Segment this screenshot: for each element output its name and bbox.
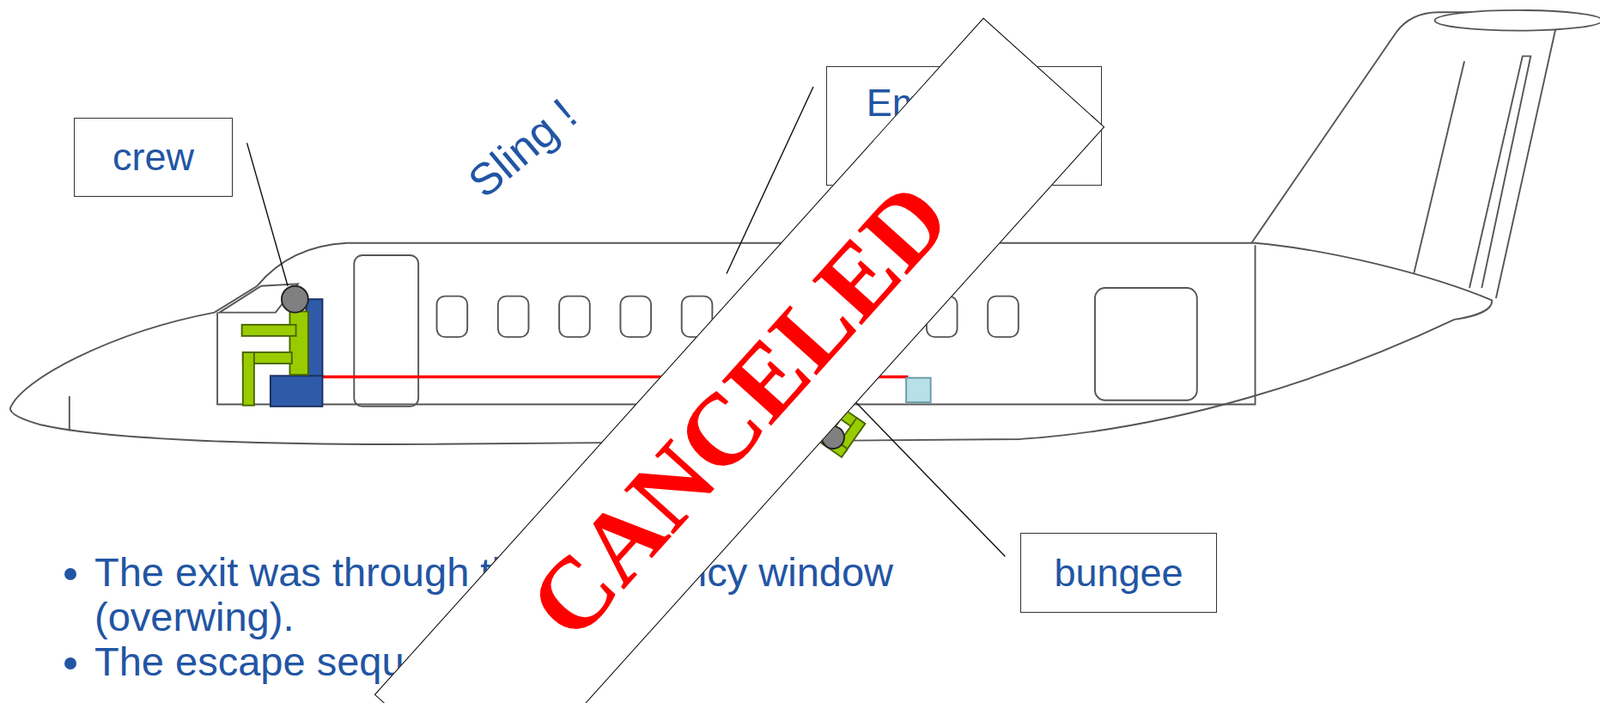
- callout-box: crew: [73, 117, 233, 197]
- cabin-window: [437, 296, 469, 338]
- nose-cone: [68, 395, 71, 431]
- leader-line: [846, 392, 1005, 556]
- callout-text: crew: [112, 134, 195, 180]
- callout-text: bungee: [1053, 550, 1183, 596]
- crew-leg: [243, 352, 255, 406]
- cabin-window: [620, 296, 651, 338]
- fin-detail: [1413, 60, 1465, 276]
- fin-detail: [1469, 55, 1531, 288]
- stabilizer: [1435, 10, 1600, 31]
- rear-door: [1095, 287, 1198, 401]
- front-door: [353, 255, 419, 407]
- cabin-window: [987, 296, 1019, 338]
- cabin-window: [498, 296, 530, 338]
- sling-label: Sling !: [457, 88, 586, 208]
- crew-torso: [289, 310, 308, 375]
- leader-line: [247, 142, 289, 286]
- seat-base: [270, 375, 323, 407]
- sling-anchor: [906, 377, 931, 403]
- cabin-window: [559, 296, 591, 338]
- crew-arm: [242, 324, 297, 336]
- callout-box: bungee: [1020, 532, 1217, 613]
- crew-head: [281, 285, 309, 313]
